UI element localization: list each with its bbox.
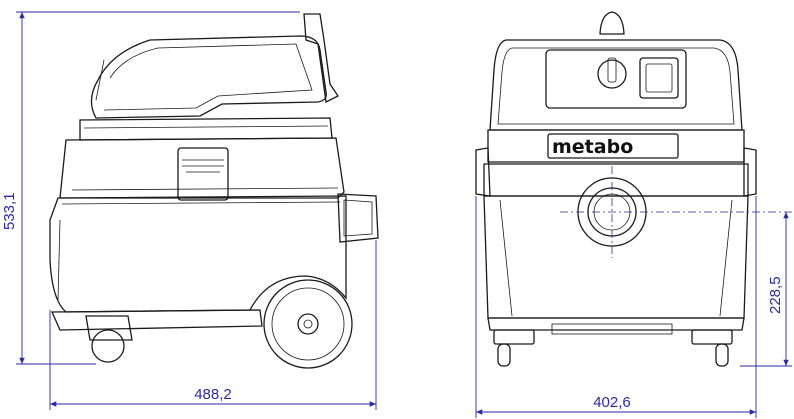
front-control-panel [545, 49, 687, 109]
front-head [489, 39, 743, 131]
length-dimension-label: 488,2 [194, 386, 232, 403]
inlet-height-dimension-label: 228,5 [767, 276, 784, 314]
side-lid [90, 35, 327, 119]
side-rear-wheel [263, 279, 353, 369]
side-upper-body [59, 137, 345, 199]
brand-logo: metabo [552, 136, 633, 158]
power-socket [639, 57, 679, 99]
front-latch-left [475, 147, 491, 197]
front-base [487, 317, 745, 331]
brand-plate [547, 133, 679, 159]
side-base [51, 309, 263, 331]
side-head-band [79, 117, 333, 141]
front-castor-right [691, 329, 733, 345]
switch-knob [597, 59, 627, 89]
side-castor-wheel [91, 329, 125, 363]
height-dimension-label: 533,1 [1, 192, 18, 230]
front-upper-body [483, 163, 749, 197]
front-castor-left [493, 329, 535, 345]
side-lower-tank [49, 195, 347, 313]
front-latch-right [743, 147, 757, 197]
side-outlet [337, 193, 379, 243]
side-castor-fork [85, 315, 133, 341]
dimension-lines [16, 11, 792, 418]
front-handle-knob [599, 11, 625, 35]
front-view: metabo [475, 11, 757, 367]
side-handle [303, 13, 339, 103]
side-view [49, 13, 379, 369]
width-dimension-label: 402,6 [593, 394, 631, 411]
front-lower-tank [483, 195, 749, 319]
side-latch [177, 147, 229, 201]
